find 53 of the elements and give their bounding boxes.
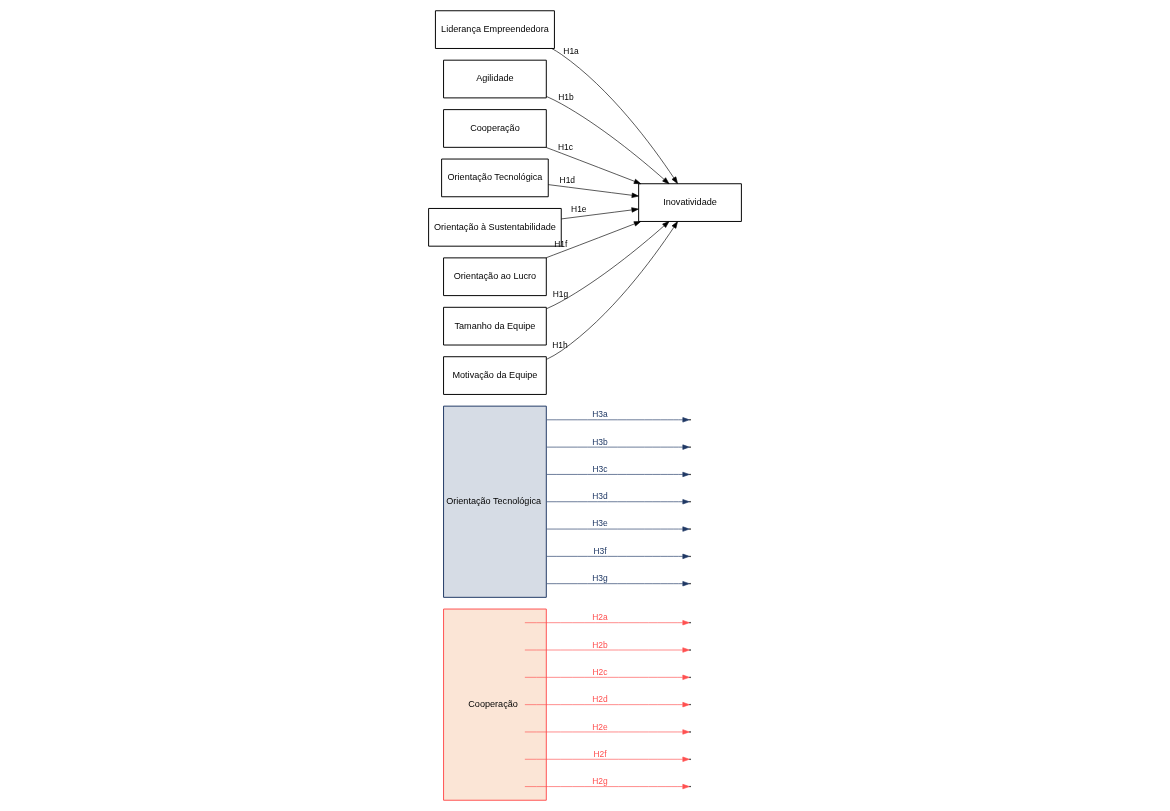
node-box: Orientação ao Lucro (443, 257, 547, 297)
arrow (545, 147, 642, 185)
edge-label: H2e (592, 721, 608, 732)
node-box: Orientação Tecnológica (443, 405, 547, 598)
edge-label: H1d (559, 174, 576, 185)
edge-label: H1g (552, 289, 569, 300)
arrow (546, 221, 678, 360)
arrow (551, 48, 678, 184)
edge-label: H2d (592, 694, 608, 705)
arrow (546, 499, 690, 505)
node-box: Motivação da Equipe (443, 356, 547, 395)
arrow (546, 96, 670, 185)
edge-label: H1b (558, 92, 574, 103)
arrow (524, 620, 690, 626)
edge-label: H2f (593, 748, 607, 759)
node-box: Inovatividade (638, 183, 742, 222)
node-box: Orientação Tecnológica (441, 158, 549, 198)
edge-label: H1a (563, 45, 579, 56)
arrow (546, 221, 670, 310)
edge-label: H2b (592, 639, 608, 650)
node-box: Liderança Empreendedora (434, 10, 555, 49)
arrow (546, 526, 690, 532)
arrow (524, 702, 690, 708)
arrow (524, 729, 690, 735)
arrow (546, 444, 690, 450)
edge-label: H3a (592, 409, 608, 420)
edge-label: H1c (557, 141, 573, 152)
node-box: Tamanho da Equipe (443, 306, 547, 346)
arrow (546, 581, 690, 587)
edge-label: H3b (592, 436, 608, 447)
edge-label: H1e (571, 204, 587, 215)
edge-label: H1h (552, 339, 568, 350)
edge-label: H2c (592, 666, 608, 677)
arrow (545, 221, 642, 259)
arrow (524, 783, 690, 790)
arrow (524, 647, 690, 653)
edge-label: H3e (592, 518, 608, 529)
arrow (547, 184, 639, 198)
node-box: Cooperação (443, 109, 547, 148)
node-box: Cooperação (443, 608, 547, 801)
edge-label: H3f (593, 546, 607, 557)
edge-label: H3d (592, 491, 608, 502)
arrow (561, 207, 639, 220)
arrow (524, 674, 690, 680)
arrow (546, 553, 690, 559)
edge-label: H3c (592, 464, 608, 475)
arrow (546, 471, 690, 478)
edge-label: H2g (592, 776, 608, 787)
edge-label: H2a (592, 612, 608, 623)
arrow (524, 756, 690, 762)
edge-label: H3g (592, 573, 608, 584)
arrow (546, 417, 690, 423)
node-box: Agilidade (443, 59, 547, 99)
